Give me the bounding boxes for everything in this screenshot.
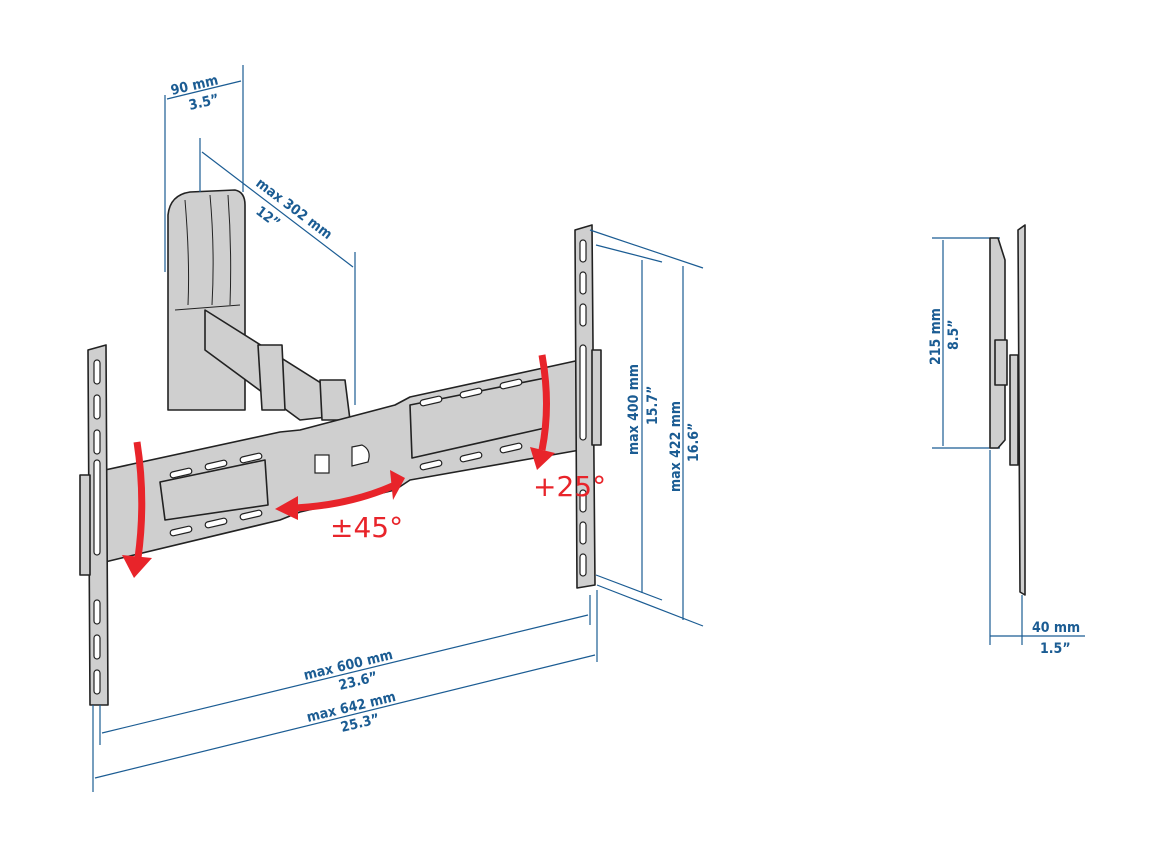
left-vertical-rail [79, 344, 109, 706]
vesa-height-in-label: 15.7” [645, 386, 661, 425]
bracket-height-in-label: 16.6” [686, 423, 702, 462]
bracket-height-mm-label: max 422 mm [668, 401, 684, 492]
tilt-arrow-left [122, 441, 152, 578]
side-depth-mm-label: 40 mm [1032, 620, 1080, 636]
swivel-angle-label: ±45° [330, 511, 403, 544]
tilt-arrow-right [530, 354, 555, 470]
side-height-mm-label: 215 mm [928, 308, 944, 365]
swivel-arrow [275, 470, 405, 520]
right-vertical-rail [574, 224, 602, 589]
crossbar [104, 359, 581, 563]
swing-arm [204, 309, 351, 421]
depth-in-label: 3.5” [187, 91, 220, 113]
tilt-angle-label: +25° [533, 470, 606, 503]
side-depth-in-label: 1.5” [1040, 641, 1071, 657]
dimension-lines [92, 65, 1085, 792]
vesa-height-mm-label: max 400 mm [626, 364, 642, 455]
side-view-profile [989, 224, 1026, 596]
extension-in-label: 12” [253, 203, 283, 231]
wall-plate [167, 189, 246, 411]
side-height-in-label: 8.5” [946, 319, 962, 350]
crossbar-slots [169, 378, 523, 537]
